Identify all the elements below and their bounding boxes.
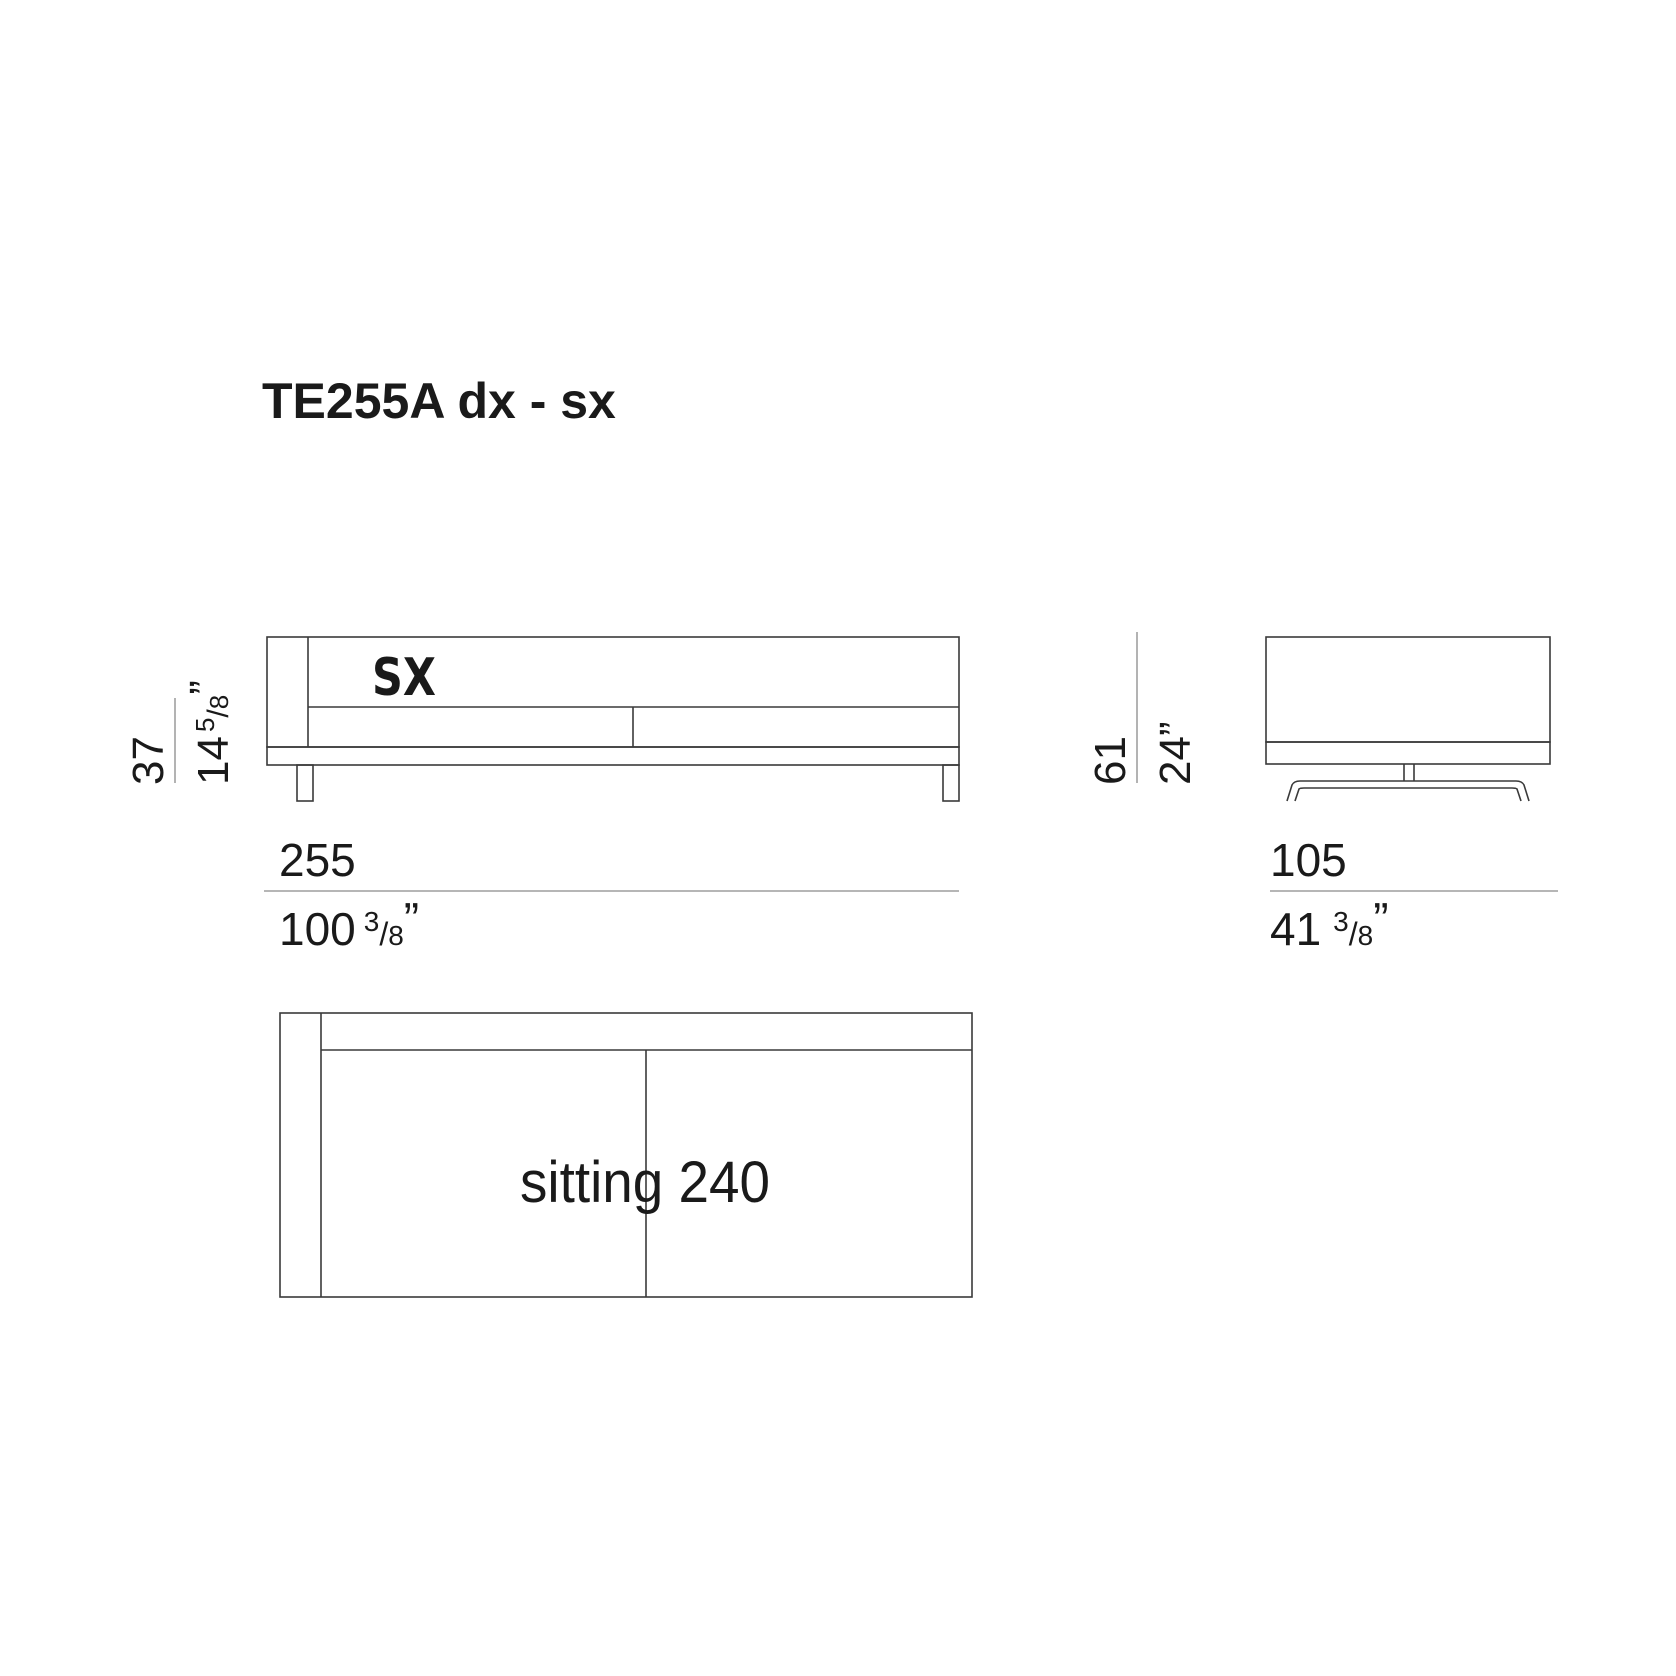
front-height-cm: 37	[124, 736, 173, 785]
front-view-leg-right	[942, 764, 960, 802]
side-view-body	[1265, 636, 1551, 743]
front-view-base	[266, 746, 960, 766]
side-height-cm: 61	[1086, 736, 1135, 785]
front-view-leg-left	[296, 764, 314, 802]
sitting-width-label: sitting 240	[520, 1150, 770, 1215]
product-title: TE255A dx - sx	[262, 373, 616, 429]
front-height-inches: 145/8”	[181, 680, 238, 785]
top-view-outline	[279, 1012, 973, 1298]
front-width-cm: 255	[279, 834, 356, 886]
side-view-leg-foot	[1286, 780, 1530, 802]
top-view: sitting 240	[279, 1012, 973, 1298]
variant-label: SX	[372, 648, 436, 708]
side-height-inches: 24”	[1151, 721, 1200, 785]
side-depth-cm: 105	[1270, 834, 1347, 886]
front-view-backrest	[266, 636, 960, 748]
side-view-seat-base	[1265, 741, 1551, 765]
